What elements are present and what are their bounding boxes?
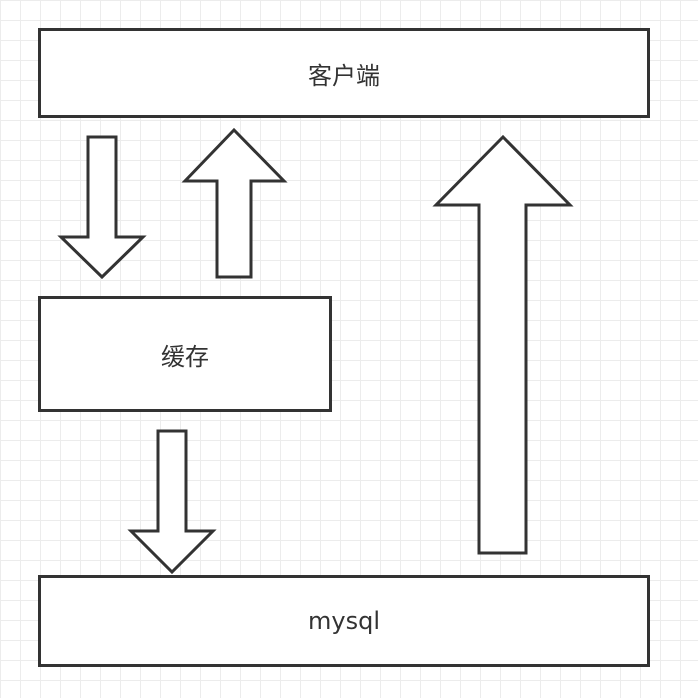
client-box: 客户端 <box>38 28 650 118</box>
arrow-client-to-cache <box>57 135 147 280</box>
arrow-mysql-to-client <box>432 134 574 555</box>
arrow-cache-to-mysql <box>127 429 217 575</box>
arrow-cache-to-client <box>181 127 288 279</box>
client-label: 客户端 <box>308 61 380 90</box>
cache-box: 缓存 <box>38 296 332 412</box>
cache-label: 缓存 <box>161 342 209 371</box>
mysql-label: mysql <box>308 607 380 635</box>
mysql-box: mysql <box>38 575 650 667</box>
